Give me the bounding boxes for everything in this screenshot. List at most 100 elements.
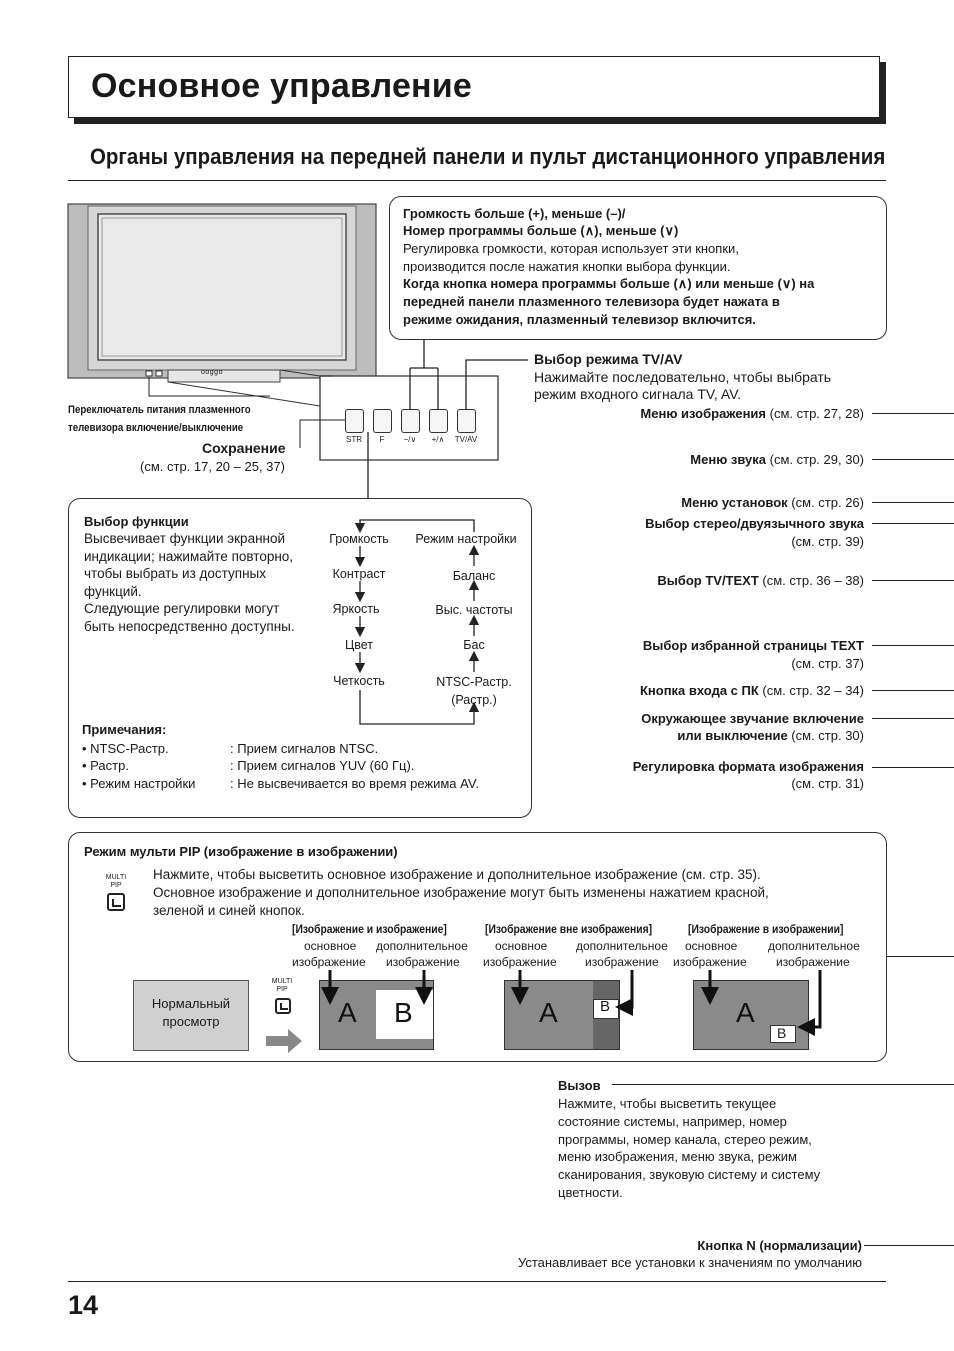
leader-line bbox=[872, 580, 954, 581]
zoom-line-right bbox=[279, 369, 321, 377]
recall-title: Вызов bbox=[558, 1078, 601, 1093]
label-favorite-text: Выбор избранной страницы TEXT bbox=[642, 638, 864, 653]
pip-letter-a: A bbox=[736, 997, 755, 1028]
flow-brightness: Яркость bbox=[332, 602, 380, 616]
label-bold: Меню установок bbox=[681, 495, 788, 510]
pip-title: Режим мульти PIP (изображение в изображе… bbox=[84, 844, 398, 859]
store-ref: (см. стр. 17, 20 – 25, 37) bbox=[140, 459, 285, 474]
mode-main-label: изображение bbox=[292, 955, 366, 969]
function-desc-line: Следующие регулировки могут bbox=[84, 601, 280, 616]
f-button[interactable] bbox=[373, 409, 392, 433]
leader-line bbox=[864, 1245, 954, 1246]
tv-control-panel bbox=[167, 369, 281, 383]
power-label-2: телевизора включение/выключение bbox=[68, 422, 244, 434]
recall-line: сканирования, звуковую систему и систему bbox=[558, 1167, 821, 1183]
pip-icon-text: MULTI bbox=[271, 978, 293, 985]
label-picture-menu: Меню изображения (см. стр. 27, 28) bbox=[640, 405, 864, 422]
flow-volume: Громкость bbox=[329, 532, 389, 546]
leader-line bbox=[872, 645, 954, 646]
arrow-right-icon bbox=[266, 1029, 302, 1053]
f-label: F bbox=[379, 435, 385, 444]
tvav-label: TV/AV bbox=[454, 435, 478, 444]
store-title: Сохранение bbox=[202, 440, 286, 456]
label-ref: (см. стр. 32 – 34) bbox=[758, 683, 864, 698]
pip-desc-line: зеленой и синей кнопок. bbox=[153, 903, 305, 918]
function-desc-line: чтобы выбрать из доступных bbox=[84, 566, 266, 581]
pip-screen-side-by-side: A B bbox=[319, 980, 434, 1050]
tv-screen-inner bbox=[101, 217, 343, 357]
pip-icon-text: PIP bbox=[110, 882, 122, 889]
leader-line bbox=[612, 1084, 954, 1085]
flow-setup-mode: Режим настройки bbox=[415, 532, 517, 546]
pip-icon-text: MULTI bbox=[105, 874, 127, 881]
label-ref: (см. стр. 30) bbox=[787, 728, 864, 743]
str-button[interactable] bbox=[345, 409, 364, 433]
mode-main-label: основное bbox=[304, 939, 357, 953]
pip-desc-line: Нажмите, чтобы высветить основное изобра… bbox=[153, 867, 761, 882]
volume-title-2: Номер программы больше (∧), меньше (∨) bbox=[403, 223, 679, 238]
volume-desc-1: Регулировка громкости, которая используе… bbox=[403, 241, 739, 256]
function-desc-line: быть непосредственно доступны. bbox=[84, 618, 295, 634]
label-surround: Окружающее звучание включение bbox=[641, 711, 864, 726]
volume-bold-3: режиме ожидания, плазменный телевизор вк… bbox=[403, 312, 756, 327]
note-term: • Растр. bbox=[82, 758, 129, 773]
pip-letter-b: B bbox=[777, 1025, 787, 1041]
label-bold: или выключение bbox=[677, 728, 788, 743]
label-ref: (см. стр. 36 – 38) bbox=[758, 573, 864, 588]
note-desc: : Прием сигналов YUV (60 Гц). bbox=[230, 758, 415, 773]
label-surround-2: или выключение (см. стр. 30) bbox=[677, 727, 864, 744]
recall-line: Нажмите, чтобы высветить текущее bbox=[558, 1096, 777, 1111]
label-tvtext: Выбор TV/TEXT (см. стр. 36 – 38) bbox=[657, 572, 864, 589]
label-sound-menu: Меню звука (см. стр. 29, 30) bbox=[690, 451, 864, 468]
volume-down-button[interactable] bbox=[401, 409, 420, 433]
volume-up-button[interactable] bbox=[429, 409, 448, 433]
note-term: • NTSC-Растр. bbox=[82, 741, 169, 756]
function-desc-line: функций. bbox=[84, 583, 142, 599]
mode-sub-label: изображение bbox=[585, 955, 659, 969]
multi-pip-icon[interactable] bbox=[107, 893, 125, 911]
volume-bold-1: Когда кнопка номера программы больше (∧)… bbox=[403, 276, 815, 291]
leader-line bbox=[872, 523, 954, 524]
recall-line: меню изображения, меню звука, режим bbox=[558, 1149, 797, 1165]
volume-bold-2: передней панели плазменного телевизора б… bbox=[403, 294, 780, 309]
volume-up-label: +/∧ bbox=[431, 435, 445, 444]
tvav-button[interactable] bbox=[457, 409, 476, 433]
leader-line bbox=[872, 459, 954, 460]
notes-title: Примечания: bbox=[82, 722, 167, 737]
pip-letter-a: A bbox=[539, 997, 558, 1028]
flow-sharpness: Четкость bbox=[333, 674, 385, 688]
page-number: 14 bbox=[68, 1290, 99, 1320]
tv-screen bbox=[97, 213, 347, 361]
multi-pip-small-icon bbox=[275, 998, 291, 1014]
label-ref: (см. стр. 29, 30) bbox=[766, 452, 864, 467]
title-box: Основное управление bbox=[68, 56, 880, 118]
footer-rule bbox=[68, 1281, 886, 1282]
flow-color: Цвет bbox=[344, 638, 373, 652]
note-desc: : Не высвечивается во время режима AV. bbox=[230, 776, 479, 791]
normal-view-box: Нормальный просмотр bbox=[133, 980, 249, 1051]
multi-pip-icon-label: MULTI PIP bbox=[100, 874, 132, 890]
label-aspect-ref: (см. стр. 31) bbox=[791, 776, 864, 791]
volume-desc-2: производится после нажатия кнопки выбора… bbox=[403, 259, 731, 274]
label-bold: Меню изображения bbox=[640, 406, 767, 421]
leader-line bbox=[872, 690, 954, 691]
pip-desc-line: Основное изображение и дополнительное из… bbox=[153, 885, 769, 900]
volume-title-1: Громкость больше (+), меньше (–)/ bbox=[403, 206, 626, 221]
volume-down-label: −/∨ bbox=[403, 435, 417, 444]
leader-line bbox=[872, 718, 954, 719]
leader-line bbox=[872, 413, 954, 414]
function-desc-line: индикации; нажимайте повторно, bbox=[84, 548, 294, 564]
normal-view-text: просмотр bbox=[162, 1014, 220, 1029]
normal-view-text: Нормальный bbox=[151, 996, 231, 1011]
flow-balance: Баланс bbox=[452, 569, 496, 583]
label-favorite-ref: (см. стр. 37) bbox=[791, 656, 864, 671]
mode-header: [Изображение в изображении] bbox=[688, 924, 844, 936]
label-bold: Меню звука bbox=[690, 452, 767, 467]
pip-letter-b: B bbox=[600, 998, 611, 1015]
label-stereo-ref: (см. стр. 39) bbox=[791, 534, 864, 549]
tv-led bbox=[155, 370, 163, 377]
note-term: • Режим настройки bbox=[82, 776, 196, 791]
str-label: STR bbox=[346, 435, 362, 444]
function-title: Выбор функции bbox=[84, 514, 189, 529]
label-stereo: Выбор стерео/двуязычного звука bbox=[645, 516, 864, 531]
